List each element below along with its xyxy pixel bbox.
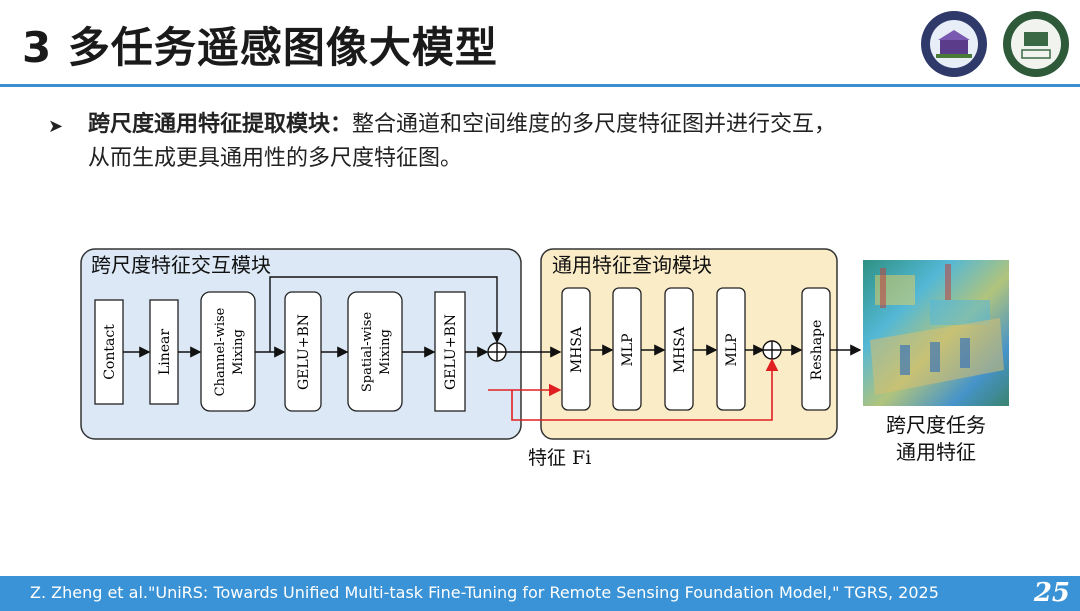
university-seal-icon (921, 11, 987, 77)
mhsa-label-1: MHSA (569, 326, 585, 373)
gelu-bn-label-1: GELU+BN (296, 314, 312, 390)
lab-seal-icon (1003, 11, 1069, 77)
footer-bar (0, 576, 1080, 611)
mhsa-block-1 (561, 287, 591, 411)
output-feature-map (863, 260, 1009, 406)
cross-scale-module-title: 跨尺度特征交互模块 (91, 253, 271, 277)
reshape-label: Reshape (809, 320, 825, 381)
title-divider (0, 84, 1080, 87)
gelu-bn-block-2 (434, 291, 466, 412)
bullet-heading: 跨尺度通用特征提取模块： (88, 112, 353, 137)
page-title: 3 多任务遥感图像大模型 (22, 23, 498, 72)
channel-mixing-label-2: Mixing (231, 329, 246, 375)
citation-text: Z. Zheng et al."UniRS: Towards Unified M… (30, 583, 939, 602)
output-label-line-1: 跨尺度任务 (886, 413, 986, 437)
output-label-line-2: 通用特征 (896, 440, 976, 464)
spatial-mixing-block (347, 291, 403, 412)
page-number: 25 (1033, 578, 1070, 608)
mlp-label-2: MLP (724, 333, 740, 366)
query-module-title: 通用特征查询模块 (552, 253, 712, 277)
left-flow-arrows (123, 276, 503, 358)
contact-label: Contact (102, 324, 118, 380)
bullet-line-1: 整合通道和空间维度的多尺度特征图并进行交互， (352, 112, 837, 137)
channel-mixing-label-1: Channel-wise (213, 307, 228, 396)
linear-label: Linear (157, 329, 173, 375)
input-feature-arrows (488, 358, 779, 421)
mlp-label-1: MLP (620, 333, 636, 366)
spatial-mixing-label-2: Mixing (378, 329, 393, 375)
input-feature-label: 特征 Fi (528, 447, 591, 469)
linear-block (149, 299, 179, 405)
bullet-line-2: 从而生成更具通用性的多尺度特征图。 (88, 146, 463, 171)
gelu-bn-label-2: GELU+BN (443, 314, 459, 390)
spatial-mixing-label-1: Spatial-wise (360, 312, 375, 393)
mhsa-label-2: MHSA (672, 326, 688, 373)
contact-block (94, 299, 124, 405)
bullet-arrow-icon: ➤ (48, 116, 64, 137)
channel-mixing-block (200, 291, 256, 412)
